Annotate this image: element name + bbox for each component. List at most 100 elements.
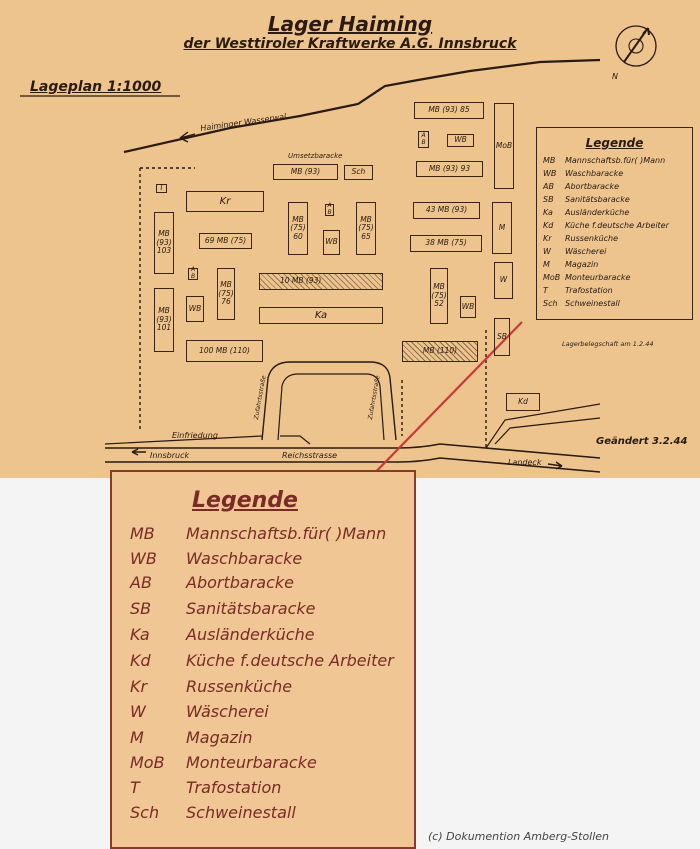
legend-abbr: Sch [543, 299, 558, 308]
zoomed-legend-abbr: WB [130, 549, 157, 568]
building-abortbaracke-1: A B [188, 266, 198, 280]
legend-abbr: Kd [543, 221, 554, 230]
zoomed-legend-text: Wäscherei [186, 702, 269, 721]
building-mb93-93: MB (93) 93 [416, 161, 483, 177]
legend-abbr: Ka [543, 208, 553, 217]
zoomed-legend-text: Sanitätsbaracke [186, 599, 316, 618]
map-title: Lager Haiming [267, 12, 433, 36]
legend-text: Mannschaftsb.für( )Mann [565, 156, 666, 165]
landeck-label: Landeck [508, 458, 542, 467]
building-sanitaetsbaracke: SB [494, 318, 510, 356]
legend-text: Monteurbaracke [565, 273, 631, 282]
building-russenkueche: Kr [186, 191, 264, 212]
building-mb110-100: 100 MB (110) [186, 340, 263, 362]
building-mb110-hatched: MB (110) [402, 341, 478, 362]
building-trafostation: T [156, 183, 167, 193]
building-waschbaracke-2: WB [323, 230, 340, 255]
building-mb75-38: 38 MB (75) [410, 235, 482, 252]
building-auslaenderkueche: Ka [259, 307, 383, 324]
site-plan-map: Lager Haiming der Westtiroler Kraftwerke… [0, 0, 700, 478]
zoomed-legend-item: Sch Schweinestall [130, 803, 296, 822]
building-mb93-10: 10 MB (93) [259, 273, 383, 290]
legend-abbr: AB [543, 182, 554, 191]
legend-text: Trafostation [565, 286, 613, 295]
building-waschbaracke-3: WB [447, 134, 474, 147]
zoomed-legend-abbr: Kd [130, 651, 151, 670]
zoomed-legend-item: Kd Küche f.deutsche Arbeiter [130, 651, 394, 670]
compass-needle [623, 27, 650, 63]
zoomed-legend-item: W Wäscherei [130, 702, 269, 721]
legend-text: Schweinestall [565, 299, 620, 308]
belegschaft-label: Lagerbelegschaft am 1.2.44 [562, 340, 654, 348]
map-legend-item: Sch Schweinestall [543, 299, 620, 308]
building-mb93-85: MB (93) 85 [414, 102, 484, 119]
geaendert-label: Geändert 3.2.44 [596, 436, 688, 447]
zoomed-legend-abbr: T [130, 778, 140, 797]
legend-abbr: MB [543, 156, 556, 165]
building-mb75-69: 69 MB (75) [199, 233, 252, 249]
zoomed-legend-text: Waschbaracke [186, 549, 303, 568]
wasserwal-line [123, 58, 601, 154]
legend-abbr: Kr [543, 234, 552, 243]
access-road [261, 361, 397, 441]
legend-text: Abortbaracke [565, 182, 619, 191]
einfriedung-label: Einfriedung [172, 431, 218, 440]
legend-text: Waschbaracke [565, 169, 624, 178]
building-mb93-umsetz: MB (93) [273, 164, 338, 180]
legend-abbr: MoB [543, 273, 561, 282]
building-abortbaracke-3: A B [418, 131, 429, 148]
legend-abbr: M [543, 260, 550, 269]
building-schweinestall: Sch [344, 165, 373, 180]
legend-abbr: W [543, 247, 551, 256]
zoomed-legend-text: Ausländerküche [186, 625, 315, 644]
reichsstrasse-label: Reichsstrasse [282, 451, 338, 460]
zoomed-legend-text: Schweinestall [186, 803, 296, 822]
site-plan-linework [20, 25, 657, 478]
zoomed-legend-abbr: W [130, 702, 146, 721]
legend-text: Sanitätsbaracke [565, 195, 630, 204]
zoomed-legend-abbr: Sch [130, 803, 160, 822]
map-legend-item: AB Abortbaracke [543, 182, 619, 191]
einfriedung-line [104, 435, 311, 445]
umsetzbaracke-label: Umsetzbaracke [288, 152, 343, 160]
building-mb75-52: MB (75) 52 [430, 268, 448, 324]
camp-boundary [139, 167, 195, 432]
map-legend-item: MoB Monteurbaracke [543, 273, 630, 282]
building-waescherei: W [494, 262, 513, 299]
zoomed-legend-text: Trafostation [186, 778, 282, 797]
zoomed-legend-text: Russenküche [186, 677, 293, 696]
compass-north-label: N [612, 72, 618, 81]
zoomed-legend-item: T Trafostation [130, 778, 281, 797]
zoomed-legend-item: MoB Monteurbaracke [130, 753, 317, 772]
building-mb75-76: MB (75) 76 [217, 268, 235, 320]
building-mb75-60: MB (75) 60 [288, 202, 308, 255]
building-magazin: M [492, 202, 512, 254]
map-legend-item: Kd Küche f.deutsche Arbeiter [543, 221, 669, 230]
zoomed-legend-abbr: MoB [130, 753, 165, 772]
zoomed-legend-item: WB Waschbaracke [130, 549, 302, 568]
map-legend-title: Legende [585, 136, 644, 150]
compass-circle [615, 25, 657, 67]
zoomed-legend-text: Monteurbaracke [186, 753, 317, 772]
zoomed-legend-title: Legende [192, 488, 298, 513]
zoomed-legend-abbr: MB [130, 524, 155, 543]
zoomed-legend-text: Abortbaracke [186, 573, 294, 592]
zoomed-legend-abbr: M [130, 728, 144, 747]
building-waschbaracke-1: WB [186, 296, 204, 322]
legend-text: Küche f.deutsche Arbeiter [565, 221, 669, 230]
zoomed-legend-text: Küche f.deutsche Arbeiter [186, 651, 394, 670]
map-legend-item: MB Mannschaftsb.für( )Mann [543, 156, 665, 165]
